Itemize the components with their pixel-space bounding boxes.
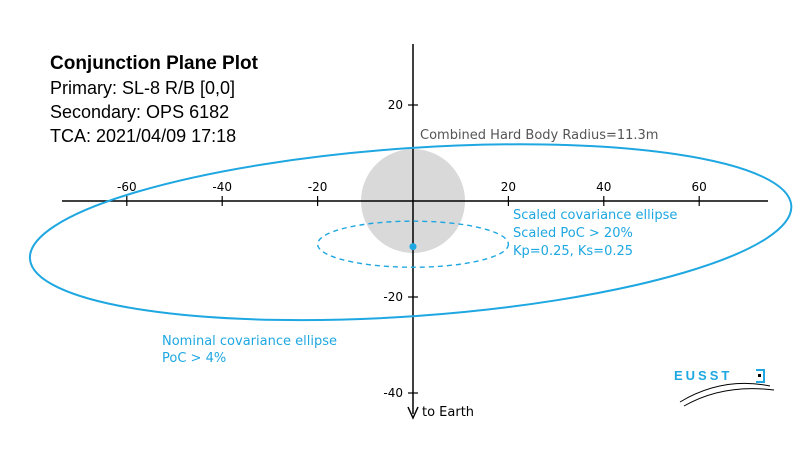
scaled-ellipse-label: Scaled PoC > 20% [513, 226, 633, 241]
earth-label: to Earth [422, 405, 474, 420]
hard-body-label: Combined Hard Body Radius=11.3m [420, 128, 658, 143]
eusst-logo: EUSST [670, 362, 780, 412]
earth-arrow [407, 406, 419, 420]
plot-title: Conjunction Plane Plot [50, 53, 258, 74]
tca-label: TCA: 2021/04/09 17:18 [50, 126, 237, 146]
x-tick-label: 40 [596, 180, 611, 194]
y-tick-label: 20 [388, 98, 403, 112]
y-tick-label: -40 [383, 386, 403, 400]
plot-header: Conjunction Plane Plot Primary: SL-8 R/B… [50, 52, 258, 148]
x-tick-label: -60 [117, 180, 137, 194]
nominal-ellipse-label: Nominal covariance ellipse [162, 334, 337, 349]
nominal-covariance-ellipse [28, 143, 793, 322]
y-tick-label: -20 [383, 290, 403, 304]
scaled-ellipse-label: Scaled covariance ellipse [513, 208, 677, 223]
scaled-covariance-ellipse [316, 220, 510, 268]
secondary-object-point [409, 243, 417, 251]
primary-label: Primary: SL-8 R/B [0,0] [50, 78, 236, 98]
nominal-ellipse-label: PoC > 4% [162, 351, 226, 366]
scaled-ellipse-label: Kp=0.25, Ks=0.25 [513, 244, 633, 259]
x-tick-label: -40 [212, 180, 232, 194]
logo-text: EUSST [674, 368, 732, 383]
secondary-label: Secondary: OPS 6182 [50, 102, 230, 122]
x-tick-label: -20 [308, 180, 328, 194]
x-tick-label: 60 [692, 180, 707, 194]
x-tick-label: 20 [501, 180, 516, 194]
